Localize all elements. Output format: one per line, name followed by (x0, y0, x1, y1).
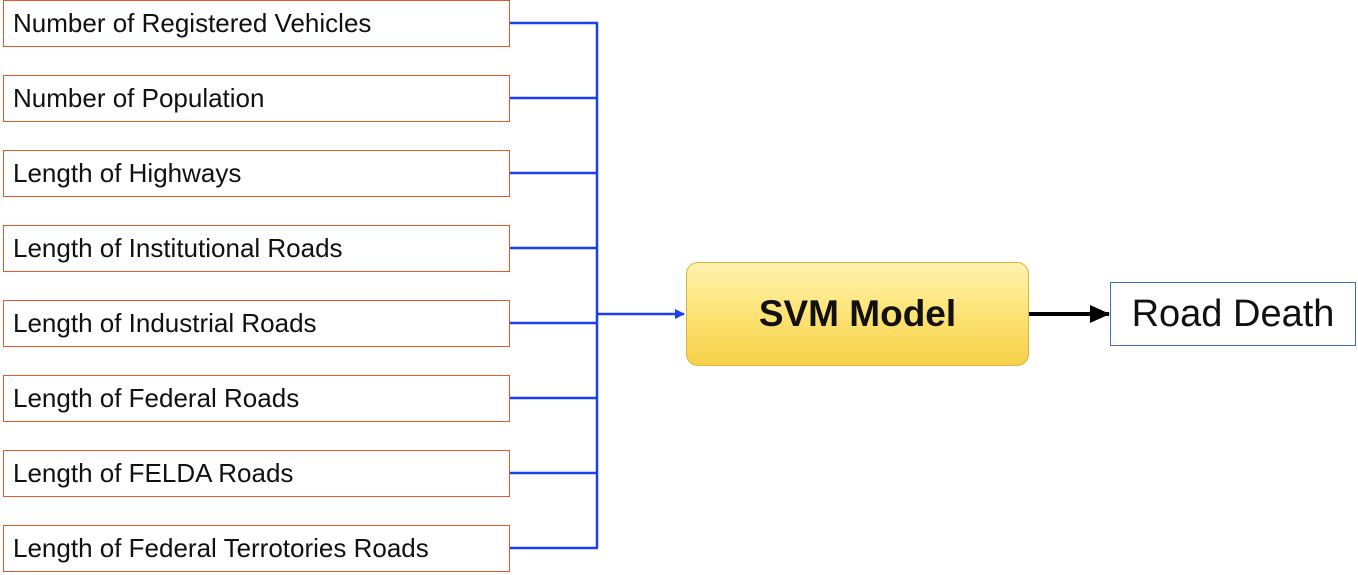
input-box-federal-territories-roads: Length of Federal Terrotories Roads (3, 525, 510, 572)
input-label: Length of Federal Terrotories Roads (13, 533, 429, 563)
input-label: Number of Registered Vehicles (13, 8, 372, 38)
output-label: Road Death (1131, 292, 1335, 335)
input-label: Length of Institutional Roads (13, 233, 343, 263)
road-death-output-box: Road Death (1110, 282, 1356, 346)
input-label: Length of Federal Roads (13, 383, 300, 413)
input-box-highways: Length of Highways (3, 150, 510, 197)
input-box-registered-vehicles: Number of Registered Vehicles (3, 0, 510, 47)
input-box-population: Number of Population (3, 75, 510, 122)
model-label: SVM Model (758, 293, 957, 334)
input-label: Length of Industrial Roads (13, 308, 317, 338)
input-box-federal-roads: Length of Federal Roads (3, 375, 510, 422)
input-connector-lines (510, 21, 598, 550)
input-box-felda-roads: Length of FELDA Roads (3, 450, 510, 497)
input-label: Length of FELDA Roads (13, 458, 294, 488)
input-box-industrial-roads: Length of Industrial Roads (3, 300, 510, 347)
input-label: Length of Highways (13, 158, 242, 188)
input-box-institutional-roads: Length of Institutional Roads (3, 225, 510, 272)
input-label: Number of Population (13, 83, 265, 113)
svm-model-box: SVM Model (686, 262, 1029, 366)
